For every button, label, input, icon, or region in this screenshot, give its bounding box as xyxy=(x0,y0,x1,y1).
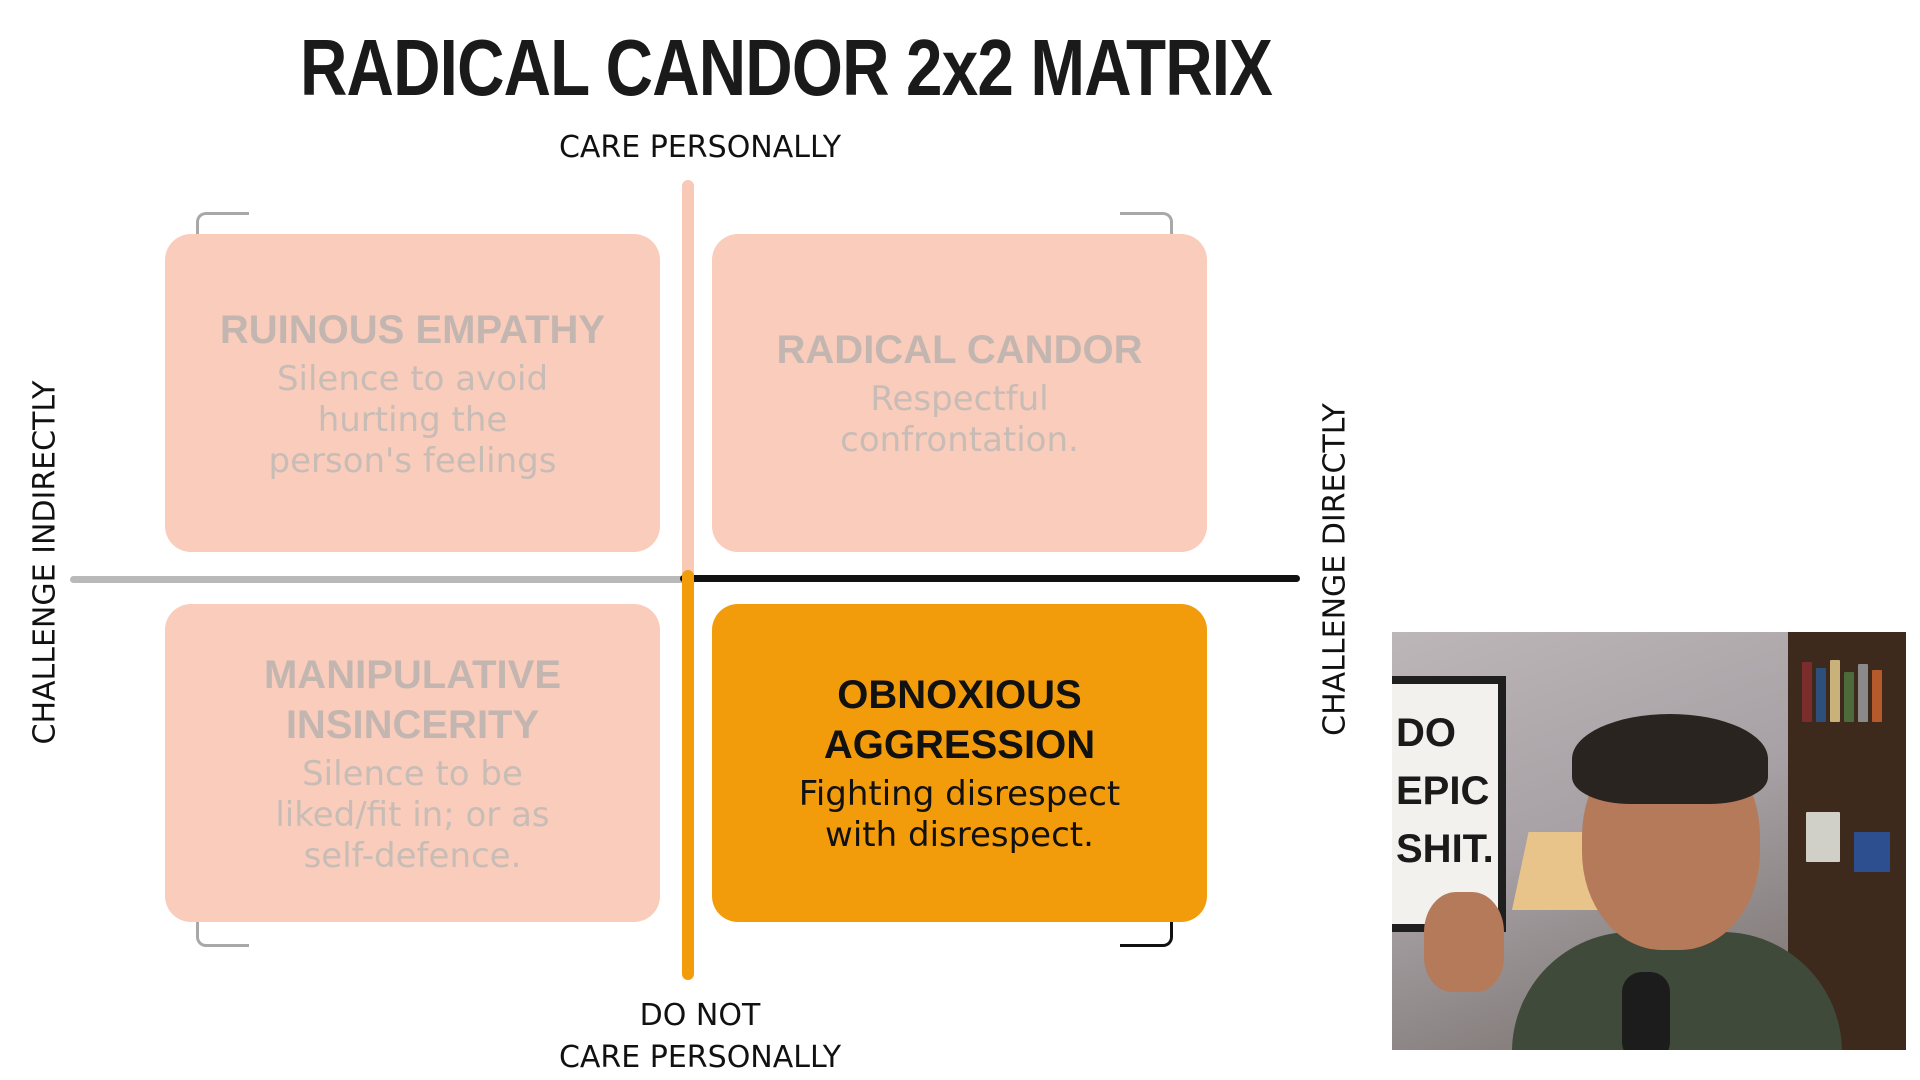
axis-label-bottom-line1: DO NOT xyxy=(639,998,761,1033)
axis-label-left: CHALLENGE INDIRECTLY xyxy=(27,380,63,745)
poster-text: DO EPIC SHIT. xyxy=(1396,711,1494,871)
horizontal-axis-right xyxy=(680,575,1300,582)
microphone-icon xyxy=(1622,972,1670,1050)
quadrant-manipulative-insincerity: MANIPULATIVE INSINCERITY Silence to be l… xyxy=(165,604,660,922)
quadrant-title: RADICAL CANDOR xyxy=(776,328,1143,372)
person-hair xyxy=(1572,714,1768,804)
book-icon xyxy=(1816,668,1826,722)
hand xyxy=(1424,892,1504,992)
quadrant-title: OBNOXIOUS AGGRESSION xyxy=(823,673,1096,767)
wall-poster: DO EPIC SHIT. xyxy=(1392,676,1506,932)
book-icon xyxy=(1830,660,1840,722)
quadrant-obnoxious-aggression: OBNOXIOUS AGGRESSION Fighting disrespect… xyxy=(712,604,1207,922)
quadrant-description: Fighting disrespect with disrespect. xyxy=(798,774,1121,855)
quadrant-description: Respectful confrontation. xyxy=(840,379,1079,460)
book-icon xyxy=(1844,672,1854,722)
quadrant-radical-candor: RADICAL CANDOR Respectful confrontation. xyxy=(712,234,1207,552)
person-body xyxy=(1512,932,1842,1050)
quadrant-ruinous-empathy: RUINOUS EMPATHY Silence to avoid hurting… xyxy=(165,234,660,552)
axis-label-bottom-line2: CARE PERSONALLY xyxy=(558,1040,842,1075)
horizontal-axis-left xyxy=(70,576,690,583)
book-icon xyxy=(1858,664,1868,722)
book-icon xyxy=(1872,670,1882,722)
axis-label-right: CHALLENGE DIRECTLY xyxy=(1317,403,1353,736)
quadrant-description: Silence to avoid hurting the person's fe… xyxy=(268,358,557,481)
page-title: RADICAL CANDOR 2x2 MATRIX xyxy=(300,23,1273,112)
quadrant-title: RUINOUS EMPATHY xyxy=(219,307,606,352)
vertical-axis-top xyxy=(682,180,694,580)
award-plaque-icon xyxy=(1806,812,1840,862)
axis-label-top: CARE PERSONALLY xyxy=(558,130,842,165)
quadrant-title: MANIPULATIVE INSINCERITY xyxy=(263,652,562,747)
box-icon xyxy=(1854,832,1890,872)
webcam-overlay: DO EPIC SHIT. xyxy=(1392,632,1906,1050)
book-icon xyxy=(1802,662,1812,722)
quadrant-description: Silence to be liked/fit in; or as self-d… xyxy=(275,753,550,876)
axis-label-bottom: DO NOT CARE PERSONALLY xyxy=(500,995,900,1079)
vertical-axis-bottom xyxy=(682,570,694,980)
